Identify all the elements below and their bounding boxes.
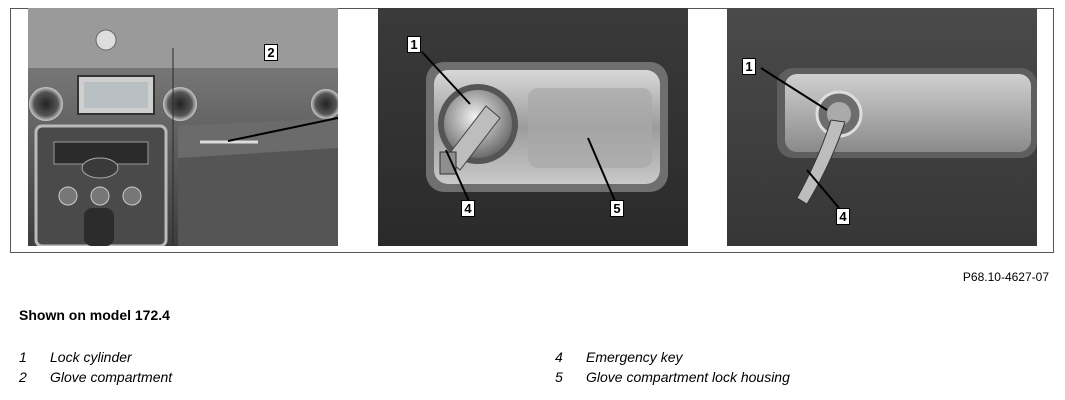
legend-item: 4 Emergency key (555, 347, 790, 367)
callout-2: 2 (264, 44, 278, 61)
legend-text: Emergency key (586, 349, 683, 365)
legend-number: 5 (555, 369, 563, 385)
legend-number: 1 (19, 349, 27, 365)
callout-5: 5 (610, 200, 624, 217)
legend-text: Lock cylinder (50, 349, 132, 365)
legend-text: Glove compartment (50, 369, 173, 385)
lock-housing-photo (378, 8, 688, 246)
legend-left: 1 Lock cylinder 2 Glove compartment (19, 347, 172, 387)
dashboard-photo (28, 8, 338, 246)
callout-4: 4 (836, 208, 850, 225)
legend-text: Glove compartment lock housing (586, 369, 790, 385)
callout-1: 1 (407, 36, 421, 53)
figure-code: P68.10-4627-07 (962, 270, 1049, 284)
callout-1: 1 (742, 58, 756, 75)
caption-heading: Shown on model 172.4 (19, 307, 170, 323)
legend-item: 5 Glove compartment lock housing (555, 367, 790, 387)
legend-right: 4 Emergency key 5 Glove compartment lock… (555, 347, 790, 387)
legend-number: 2 (19, 369, 27, 385)
legend-item: 1 Lock cylinder (19, 347, 172, 367)
emergency-key-photo (727, 8, 1037, 246)
legend-number: 4 (555, 349, 563, 365)
legend-item: 2 Glove compartment (19, 367, 172, 387)
callout-4: 4 (461, 200, 475, 217)
